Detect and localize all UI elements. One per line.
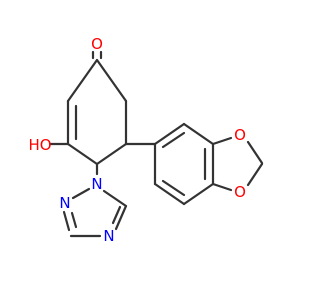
benzene-ring [153,122,215,206]
bond-ar1-ar2 [153,122,186,146]
triazole-n1-label: N [91,175,102,193]
bond-ar5-ar6-inner [161,179,186,197]
triazole-n2-label: N [59,194,70,212]
bond-n1-n2 [71,187,91,200]
bond-c3-c4 [66,142,99,166]
bond-c1-c2 [66,58,99,103]
bond-ar5-ar6 [153,182,186,206]
triazole-n4-label: N [103,227,114,245]
cyclohexenone-ring [66,58,128,166]
carbonyl-group: O [91,35,103,60]
carbonyl-oxygen-label: O [91,35,103,53]
bond-c4-c5 [95,142,128,166]
bond-c1-c6 [95,58,128,103]
bond-n1-c5t [102,189,128,208]
bond-o1-ch2 [246,140,264,165]
bond-o3-ch2 [246,162,264,187]
triazole-ring: N N N [59,175,128,245]
bond-ar4-o3 [211,182,233,192]
bond-ar1-ar2-inner [161,131,186,149]
bond-ar3-o1 [211,136,233,146]
hydroxyl-label: HO [28,136,51,154]
bond-ar4-ar5 [182,182,215,206]
bond-n4-c5t-a [114,204,128,231]
chemical-structure-diagram: O HO N N N O O [28,35,264,245]
bond-n2-c3t-a [62,210,71,232]
dioxole-o3-label: O [234,183,246,201]
hydroxyl-group: HO [28,136,70,154]
dioxole-o1-label: O [234,126,246,144]
bond-n4-c5t-b [111,205,122,225]
bond-n2-c3t-b [70,211,78,229]
dioxole-ring: O O [211,126,264,201]
bond-ar2-ar3 [182,122,215,146]
